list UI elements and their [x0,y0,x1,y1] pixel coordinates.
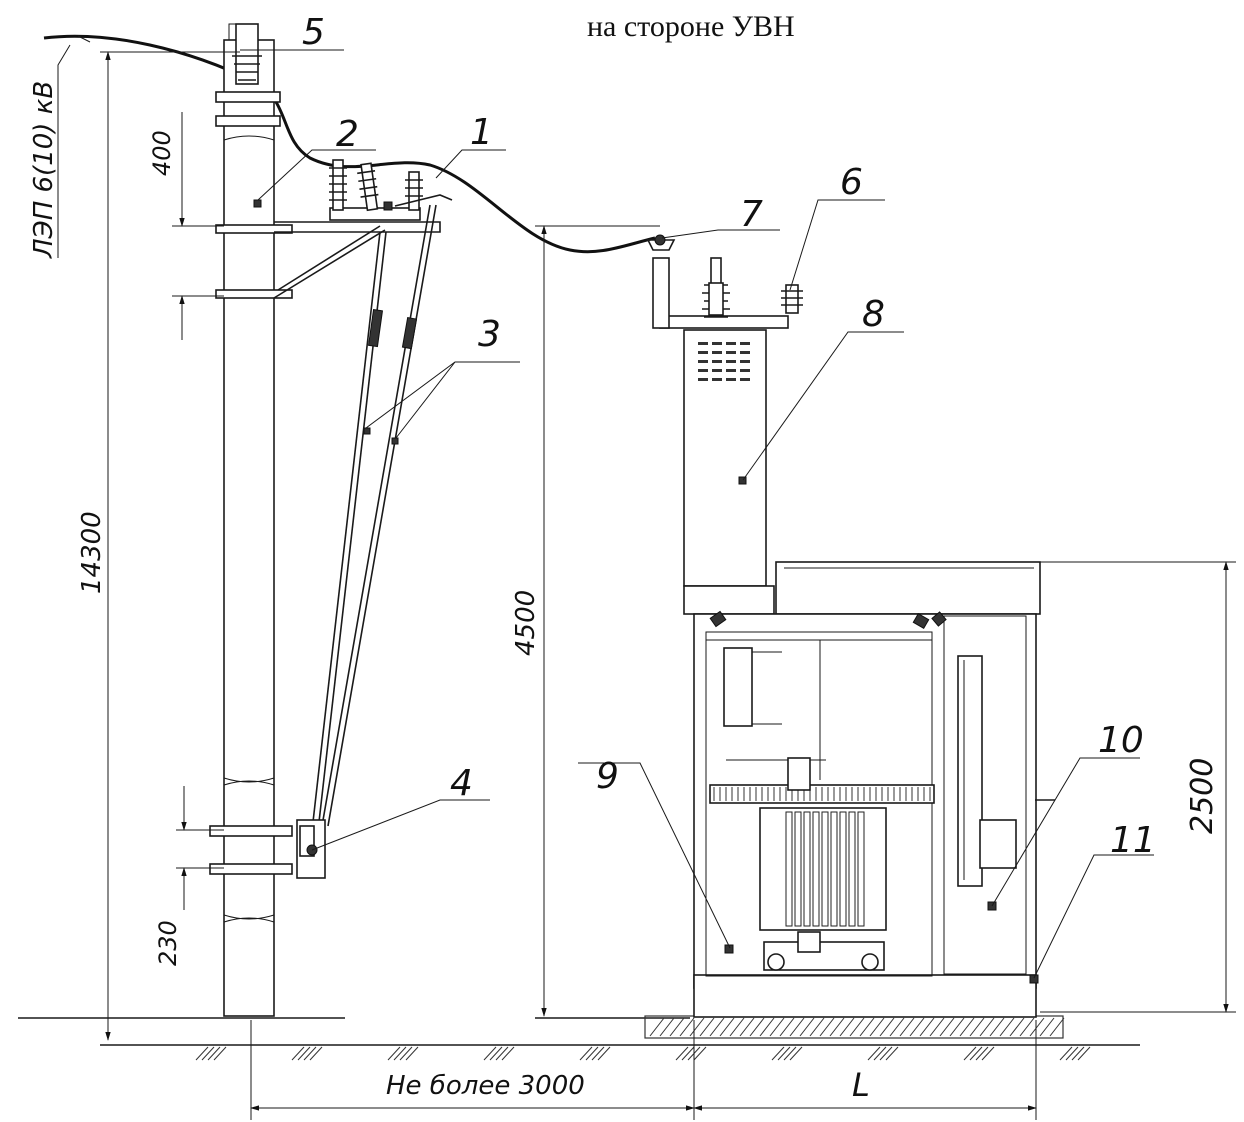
callout-leaders [240,49,1154,979]
dim-4500: 4500 [511,590,541,656]
callout-8: 8 [862,294,885,335]
callout-6: 6 [840,162,863,203]
drive-mechanism [296,819,326,879]
callout-3: 3 [478,314,501,355]
dim-230: 230 [154,920,182,966]
drive-rods [312,204,437,827]
callout-labels: 1 2 3 4 5 6 7 8 9 10 11 [302,12,1156,861]
disconnector [273,159,453,299]
callout-10: 10 [1098,720,1144,761]
callout-1: 1 [470,112,493,153]
callout-7: 7 [740,194,763,235]
callout-2: 2 [336,114,359,155]
overhead-line [43,34,656,258]
dim-distance: Не более 3000 [386,1071,585,1101]
callout-11: 11 [1110,820,1156,861]
dim-400: 400 [148,130,176,176]
callout-9: 9 [596,756,619,797]
line-voltage-label: ЛЭП 6(10) кВ [29,81,59,259]
callout-5: 5 [302,12,325,53]
kiosk [646,234,1055,1018]
pole [209,23,293,1017]
drawing-title: на стороне УВН [587,10,795,43]
ground [18,1015,1140,1061]
dim-2500: 2500 [1185,758,1220,834]
dim-length: L [852,1066,870,1104]
dimensions [100,51,1236,1120]
dim-14300: 14300 [77,511,107,594]
callout-4: 4 [450,763,473,804]
